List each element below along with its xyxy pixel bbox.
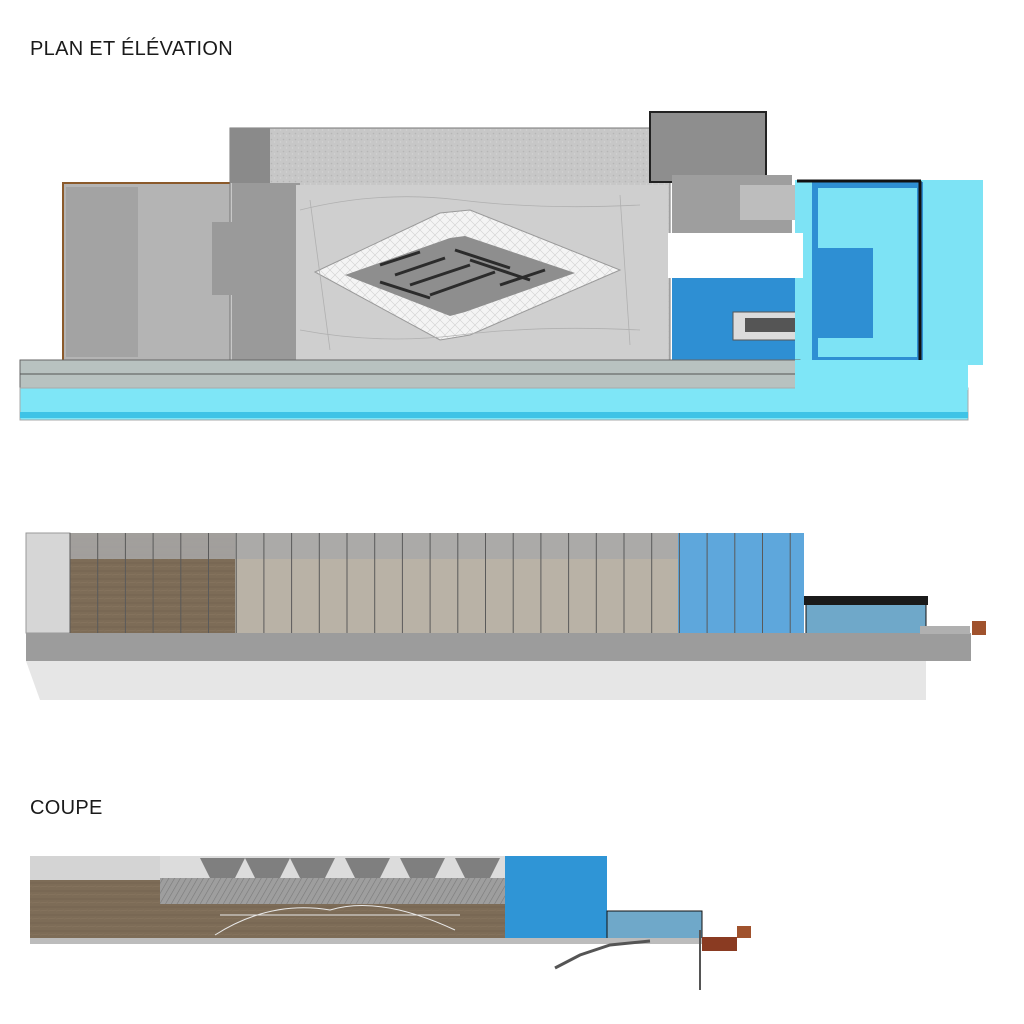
section-left-wall [30,856,160,880]
plan-corridor [668,233,803,278]
plan-shadow-mass [212,183,300,360]
section-left-wood [30,880,160,940]
section-sawtooth-roof [200,858,500,878]
section-view [30,856,751,990]
elevation-rust-edge [972,621,986,635]
section-entrance [606,910,703,940]
plan-roof-dark-corner [230,128,270,183]
elevation-blue-volume [678,533,804,633]
elevation-entrance-roof [804,596,928,605]
elevation-plinth-shadow [26,661,926,700]
section-deck-edge [737,926,751,938]
section-title: COUPE [30,797,103,819]
section-ceiling [160,878,505,904]
elevation-deck [920,626,970,634]
plan-water-right [795,360,968,390]
section-stair [554,939,651,970]
plan-water-edge [20,412,968,418]
plan-canopy-structure [299,194,641,351]
plan-dark-tower [649,111,767,183]
plan-blue-wall [818,248,873,338]
elevation-left-panel [25,532,71,634]
plan-light-block [740,185,795,220]
elevation-mullions [69,533,791,633]
plan-diamond-slats [379,248,546,300]
elevation-view [25,532,986,700]
section-rust-deck [702,937,737,951]
plan-elevation-title: PLAN ET ÉLÉVATION [30,38,233,60]
section-blue-volume [505,856,607,938]
section-canopy-lines [214,905,460,936]
plan-view [19,111,983,421]
elevation-base-slab [26,633,971,661]
plan-diamond-inner [345,236,575,316]
plan-left-shadow [66,187,138,357]
plan-glazed-band [19,359,801,391]
section-floor [30,938,710,944]
elevation-glass-upper [70,533,678,559]
